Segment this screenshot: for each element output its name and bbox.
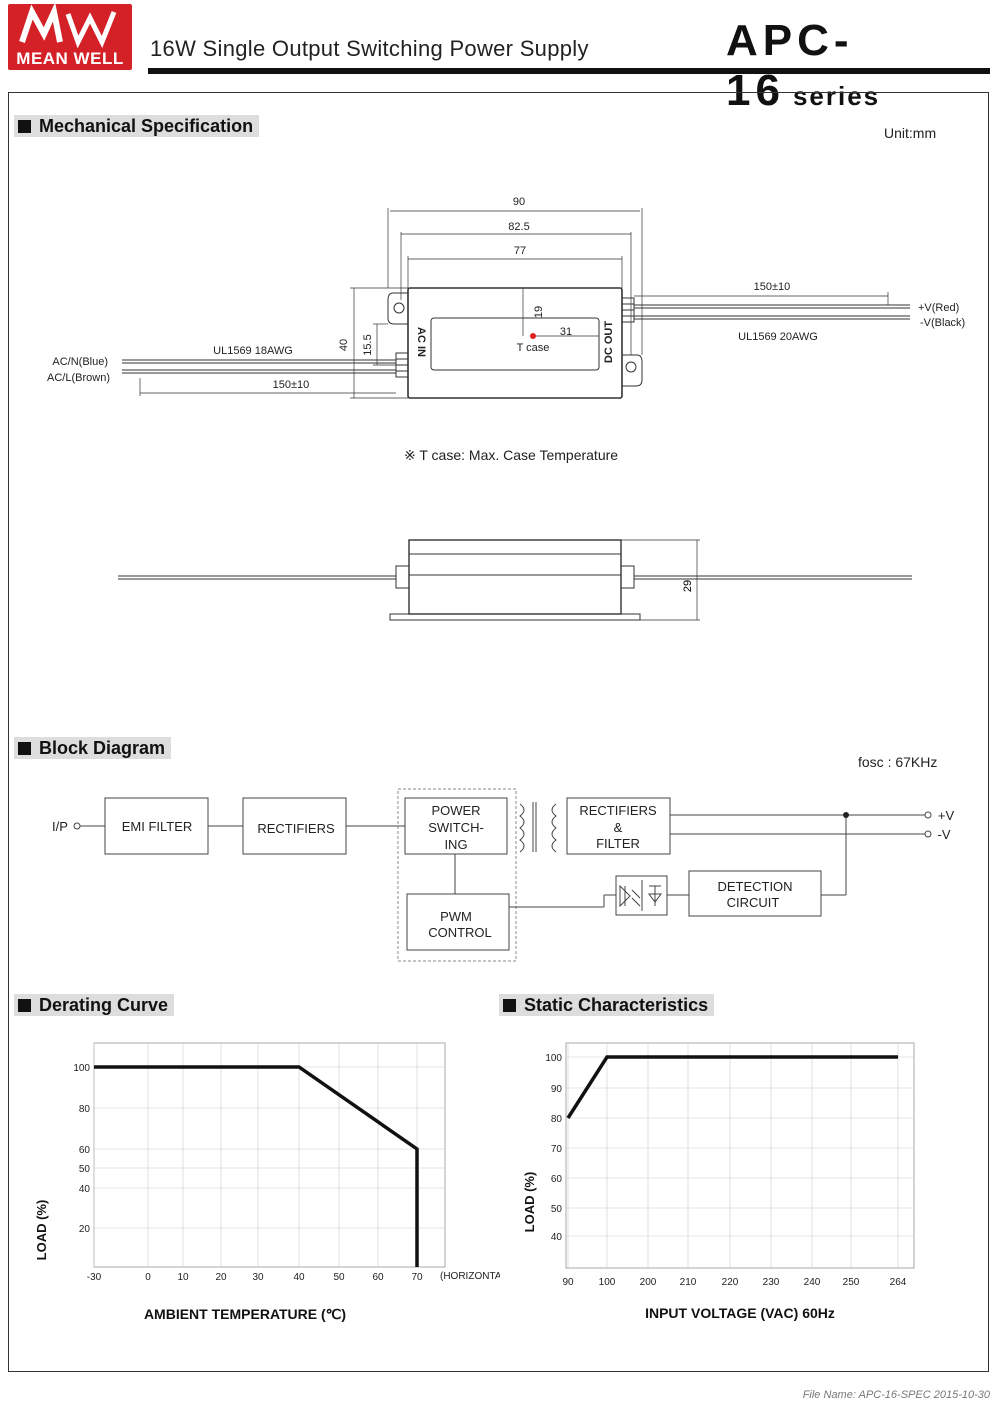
block-diagram: I/P EMI FILTER RECTIFIERS POWER SWITCH- … bbox=[52, 788, 955, 962]
x-tick-label: 40 bbox=[293, 1272, 305, 1283]
rectifiers-box: RECTIFIERS bbox=[257, 821, 335, 836]
y-tick-label: 40 bbox=[551, 1232, 563, 1243]
ac-in-label: AC IN bbox=[415, 327, 427, 357]
series-word: series bbox=[792, 81, 881, 111]
content-frame bbox=[8, 92, 989, 1372]
static-curve-line bbox=[566, 1055, 898, 1119]
dim-90: 90 bbox=[513, 196, 525, 208]
tcase-note: ※ T case: Max. Case Temperature bbox=[404, 447, 619, 463]
model-name: APC-16 bbox=[726, 16, 854, 115]
static-ylabel: LOAD (%) bbox=[522, 1172, 537, 1233]
dim-31: 31 bbox=[560, 326, 572, 338]
y-tick-label: 40 bbox=[79, 1184, 91, 1195]
x-tick-label: 240 bbox=[804, 1277, 821, 1288]
rect-filter-line1: RECTIFIERS bbox=[579, 803, 657, 818]
derating-heading: Derating Curve bbox=[14, 994, 175, 1016]
mean-well-logo: MEAN WELL bbox=[8, 4, 132, 70]
x-tick-label: 0 bbox=[145, 1272, 151, 1283]
x-tick-label: 264 bbox=[890, 1277, 907, 1288]
rect-filter-line3: FILTER bbox=[596, 836, 640, 851]
brand-name: MEAN WELL bbox=[16, 49, 124, 68]
ip-label: I/P bbox=[52, 819, 68, 834]
vpos-wire-label: +V(Red) bbox=[918, 302, 959, 314]
derating-plot-area bbox=[93, 1042, 446, 1268]
y-tick-label: 100 bbox=[545, 1053, 562, 1064]
mechanical-heading: Mechanical Specification bbox=[14, 115, 260, 137]
derating-xlabel: AMBIENT TEMPERATURE (℃) bbox=[144, 1306, 346, 1322]
y-tick-label: 60 bbox=[551, 1174, 563, 1185]
derating-chart: -30 0 10 20 30 40 50 60 70 20 40 50 60 80 100 (HORIZON… bbox=[34, 1042, 500, 1322]
y-tick-label: 80 bbox=[551, 1114, 563, 1125]
emi-filter-box: EMI FILTER bbox=[122, 819, 193, 834]
header-rule bbox=[148, 68, 990, 74]
static-heading: Static Characteristics bbox=[499, 994, 715, 1016]
detection-line2: CIRCUIT bbox=[727, 895, 780, 910]
x-tick-label: 90 bbox=[562, 1277, 574, 1288]
power-switching-line3: ING bbox=[444, 837, 467, 852]
dim-150-left: 150±10 bbox=[273, 379, 310, 391]
dim-15-5: 15.5 bbox=[362, 334, 374, 355]
junction-dot bbox=[843, 812, 849, 818]
document-subtitle: 16W Single Output Switching Power Supply bbox=[150, 36, 589, 61]
unit-label: Unit:mm bbox=[884, 125, 937, 141]
fosc-label: fosc : 67KHz bbox=[858, 754, 938, 770]
x-tick-label: 30 bbox=[252, 1272, 264, 1283]
wire-in-label: UL1569 18AWG bbox=[213, 345, 293, 357]
static-xlabel: INPUT VOLTAGE (VAC) 60Hz bbox=[645, 1305, 835, 1321]
x-tick-label: 60 bbox=[372, 1272, 384, 1283]
tcase-label: T case bbox=[517, 342, 550, 354]
x-tick-label: 100 bbox=[599, 1277, 616, 1288]
tcase-point bbox=[530, 333, 536, 339]
vpos-output: +V bbox=[938, 808, 955, 823]
x-tick-label: 200 bbox=[640, 1277, 657, 1288]
rect-filter-line2: & bbox=[614, 820, 623, 835]
y-tick-label: 90 bbox=[551, 1084, 563, 1095]
y-tick-label: 20 bbox=[79, 1224, 91, 1235]
x-tick-label: 50 bbox=[333, 1272, 345, 1283]
derating-ylabel: LOAD (%) bbox=[34, 1200, 49, 1261]
vneg-wire-label: -V(Black) bbox=[920, 317, 965, 329]
mechanical-top-view: 90 82.5 77 150±10 150±10 40 15.5 19 31 T… bbox=[47, 196, 965, 399]
y-tick-label: 60 bbox=[79, 1145, 91, 1156]
y-tick-label: 70 bbox=[551, 1144, 563, 1155]
acn-label: AC/N(Blue) bbox=[52, 356, 108, 368]
block-diagram-heading: Block Diagram bbox=[14, 737, 172, 759]
pwm-line2: CONTROL bbox=[428, 925, 492, 940]
dim-150-right: 150±10 bbox=[754, 281, 791, 293]
y-tick-label: 50 bbox=[551, 1204, 563, 1215]
dim-29: 29 bbox=[682, 580, 694, 592]
dim-77: 77 bbox=[514, 245, 526, 257]
x-tick-label: 70 bbox=[411, 1272, 423, 1283]
y-tick-label: 50 bbox=[79, 1164, 91, 1175]
pwm-line1: PWM bbox=[440, 909, 472, 924]
acl-label: AC/L(Brown) bbox=[47, 372, 110, 384]
detection-line1: DETECTION bbox=[717, 879, 792, 894]
static-plot-area bbox=[565, 1042, 915, 1269]
x-tick-label: 230 bbox=[763, 1277, 780, 1288]
y-tick-label: 100 bbox=[73, 1063, 90, 1074]
footer-filename: File Name: APC-16-SPEC 2015-10-30 bbox=[802, 1389, 990, 1401]
x-tick-label: 220 bbox=[722, 1277, 739, 1288]
mechanical-side-view: 29 bbox=[118, 539, 912, 621]
dim-40: 40 bbox=[338, 339, 350, 351]
power-switching-line2: SWITCH- bbox=[428, 820, 484, 835]
static-chart: 90 100 200 210 220 230 240 250 264 40 50 60 70 80 90 10… bbox=[522, 1042, 915, 1321]
x-tick-label: 210 bbox=[680, 1277, 697, 1288]
x-tick-label: 20 bbox=[215, 1272, 227, 1283]
x-tick-label: 10 bbox=[177, 1272, 189, 1283]
dc-out-label: DC OUT bbox=[603, 321, 615, 363]
x-tick-label: 250 bbox=[843, 1277, 860, 1288]
power-switching-line1: POWER bbox=[431, 803, 480, 818]
derating-curve-line bbox=[94, 1065, 419, 1267]
dim-19: 19 bbox=[533, 306, 545, 318]
vneg-output: -V bbox=[938, 827, 951, 842]
wire-out-label: UL1569 20AWG bbox=[738, 331, 818, 343]
mw-logo-icon bbox=[19, 4, 117, 48]
dim-82-5: 82.5 bbox=[508, 221, 529, 233]
y-tick-label: 80 bbox=[79, 1104, 91, 1115]
x-tick-label: -30 bbox=[87, 1272, 102, 1283]
